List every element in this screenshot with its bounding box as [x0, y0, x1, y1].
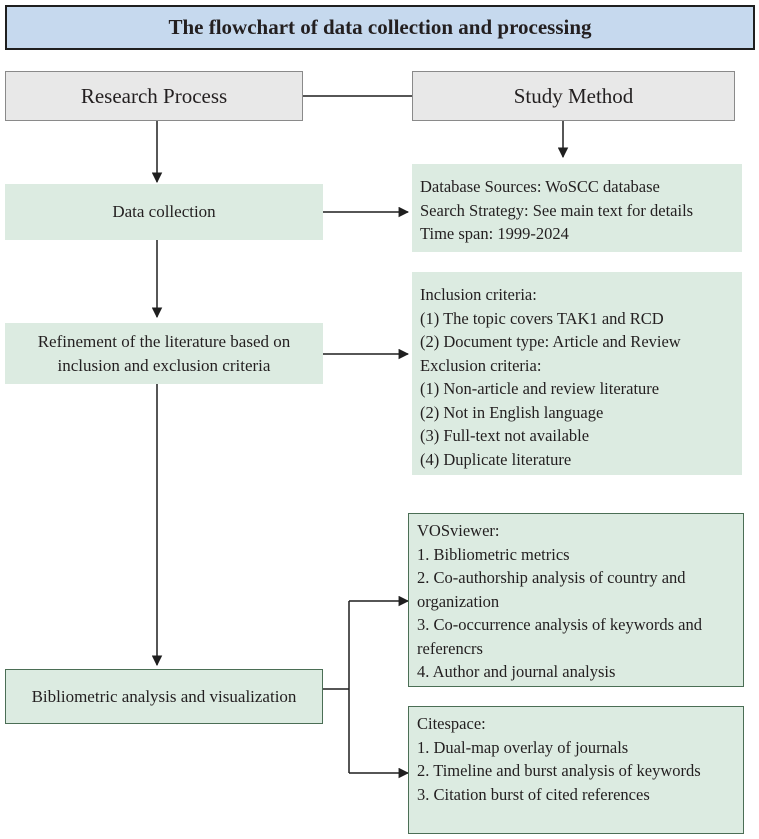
vosviewer-details: VOSviewer: 1. Bibliometric metrics 2. Co…	[408, 513, 744, 687]
citespace-line: 3. Citation burst of cited references	[417, 784, 650, 804]
criteria-line: Inclusion criteria:	[420, 285, 537, 304]
diagram-title: The flowchart of data collection and pro…	[5, 5, 755, 50]
criteria-line: (2) Not in English language	[420, 402, 604, 422]
citespace-line: Citespace:	[417, 714, 486, 733]
vosviewer-line: 4. Author and journal analysis	[417, 662, 616, 681]
data-collection-step: Data collection	[5, 184, 323, 240]
criteria-line: Exclusion criteria:	[420, 355, 542, 375]
vosviewer-line: 2. Co-authorship analysis of country and…	[417, 568, 686, 611]
criteria-line: (2) Document type: Article and Review	[420, 332, 681, 351]
criteria-line: (4) Duplicate literature	[420, 449, 572, 469]
detail-line: Time span: 1999-2024	[420, 224, 569, 243]
refinement-step: Refinement of the literature based on in…	[5, 323, 323, 384]
bibliometric-step: Bibliometric analysis and visualization	[5, 669, 323, 724]
refinement-label: Refinement of the literature based on in…	[37, 331, 291, 375]
detail-line: Database Sources: WoSCC database	[420, 177, 660, 196]
citespace-details: Citespace: 1. Dual-map overlay of journa…	[408, 706, 744, 834]
vosviewer-line: VOSviewer:	[417, 521, 500, 540]
detail-line: Search Strategy: See main text for detai…	[420, 200, 694, 220]
study-method-header: Study Method	[412, 71, 735, 121]
criteria-line: (1) Non-article and review literature	[420, 379, 660, 398]
data-collection-details: Database Sources: WoSCC database Search …	[412, 164, 742, 252]
citespace-line: 2. Timeline and burst analysis of keywor…	[417, 761, 701, 780]
criteria-line: (1) The topic covers TAK1 and RCD	[420, 308, 664, 328]
research-process-header: Research Process	[5, 71, 303, 121]
vosviewer-line: 1. Bibliometric metrics	[417, 544, 570, 564]
vosviewer-line: 3. Co-occurrence analysis of keywords an…	[417, 615, 702, 658]
criteria-details: Inclusion criteria: (1) The topic covers…	[412, 272, 742, 475]
criteria-line: (3) Full-text not available	[420, 426, 590, 445]
citespace-line: 1. Dual-map overlay of journals	[417, 737, 629, 757]
